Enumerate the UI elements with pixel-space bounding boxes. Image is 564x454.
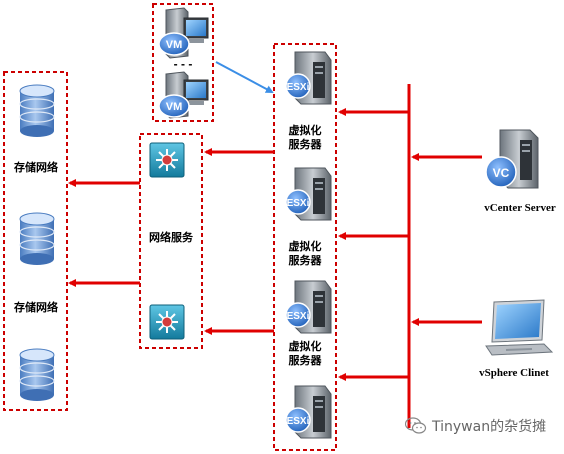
network-switch-icon	[149, 304, 185, 340]
virtualization-server-label-1: 虚拟化 服务器	[288, 124, 322, 151]
wechat-icon	[405, 417, 427, 434]
network-switch-icon	[149, 142, 185, 178]
svg-text:ESXi: ESXi	[287, 311, 310, 322]
esxi-server-icon: ESXi	[285, 280, 332, 334]
database-icon	[19, 84, 55, 137]
vsphere-client-label: vSphere Clinet	[479, 367, 549, 379]
esxi-server-icon: ESXi	[285, 385, 332, 439]
vm-desktop-icon: VM	[158, 7, 209, 59]
virtualization-server-label-3: 虚拟化 服务器	[288, 340, 322, 367]
watermark-text: Tinywan的杂货摊	[432, 419, 547, 435]
watermark: Tinywan的杂货摊	[405, 416, 546, 436]
database-icon	[19, 212, 55, 265]
vcenter-server-icon: VC	[485, 129, 539, 189]
arrow-vm-to-esxi	[215, 61, 274, 93]
vcenter-server-label: vCenter Server	[484, 202, 556, 214]
svg-text:ESXi: ESXi	[287, 82, 310, 93]
svg-text:ESXi: ESXi	[287, 416, 310, 427]
svg-text:VM: VM	[166, 39, 183, 51]
storage-group-box	[3, 71, 68, 411]
svg-text:VM: VM	[166, 101, 183, 113]
virtualization-server-label-2: 虚拟化 服务器	[288, 240, 322, 267]
svg-text:ESXi: ESXi	[287, 198, 310, 209]
storage-network-label-bottom: 存储网络	[14, 301, 58, 314]
storage-network-label-top: 存储网络	[14, 161, 58, 174]
laptop-icon	[485, 299, 554, 356]
vm-group-box	[152, 3, 214, 122]
network-services-group-box	[139, 133, 203, 349]
esxi-hosts-group-box	[273, 43, 337, 451]
database-icon	[19, 348, 55, 401]
esxi-server-icon: ESXi	[285, 51, 332, 105]
esxi-server-icon: ESXi	[285, 167, 332, 221]
vm-desktop-icon: VM	[158, 71, 209, 119]
vm-ellipsis: - - -	[174, 57, 193, 71]
network-services-label: 网络服务	[149, 231, 193, 244]
svg-text:VC: VC	[493, 166, 510, 180]
